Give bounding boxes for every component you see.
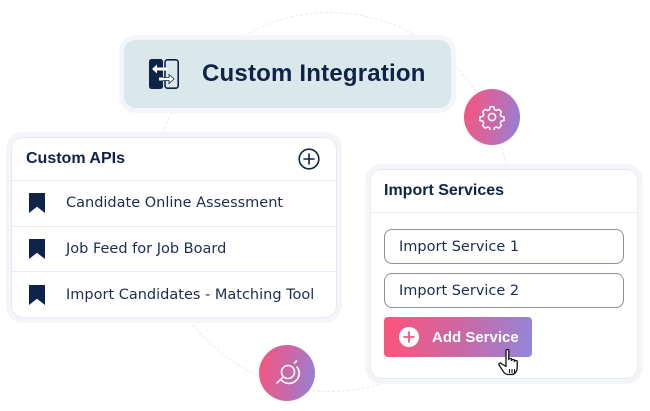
custom-integration-header: Custom Integration [124,40,451,108]
add-service-button[interactable]: Add Service [384,317,532,357]
custom-apis-title: Custom APIs [26,150,125,167]
add-api-button[interactable] [298,148,320,170]
import-services-body: Import Service 1 Import Service 2 Add Se… [371,213,637,357]
bookmark-icon [29,193,45,214]
api-label: Candidate Online Assessment [66,195,284,212]
api-list-item[interactable]: Candidate Online Assessment [12,181,336,227]
search-off-icon [272,358,302,388]
api-list-item[interactable]: Job Feed for Job Board [12,227,336,272]
api-label: Job Feed for Job Board [66,240,227,257]
custom-apis-header: Custom APIs [12,138,336,181]
import-services-title: Import Services [384,182,505,199]
search-badge[interactable] [259,345,315,401]
plus-circle-icon [399,327,419,347]
integration-arrows-icon [148,58,180,90]
import-service-2-field[interactable]: Import Service 2 [384,273,624,308]
import-services-card: Import Services Import Service 1 Import … [370,169,638,379]
settings-badge[interactable] [464,89,520,145]
api-list-item[interactable]: Import Candidates - Matching Tool [12,272,336,318]
add-service-label: Add Service [432,328,519,346]
import-services-header: Import Services [371,170,637,213]
bookmark-icon [29,238,45,259]
import-service-1-field[interactable]: Import Service 1 [384,229,624,264]
custom-apis-card: Custom APIs Candidate Online Assessment … [11,137,337,318]
bookmark-icon [29,284,45,305]
page-title: Custom Integration [202,60,426,87]
gear-icon [479,104,505,130]
hand-pointer-cursor-icon [498,348,524,378]
api-label: Import Candidates - Matching Tool [66,286,315,303]
